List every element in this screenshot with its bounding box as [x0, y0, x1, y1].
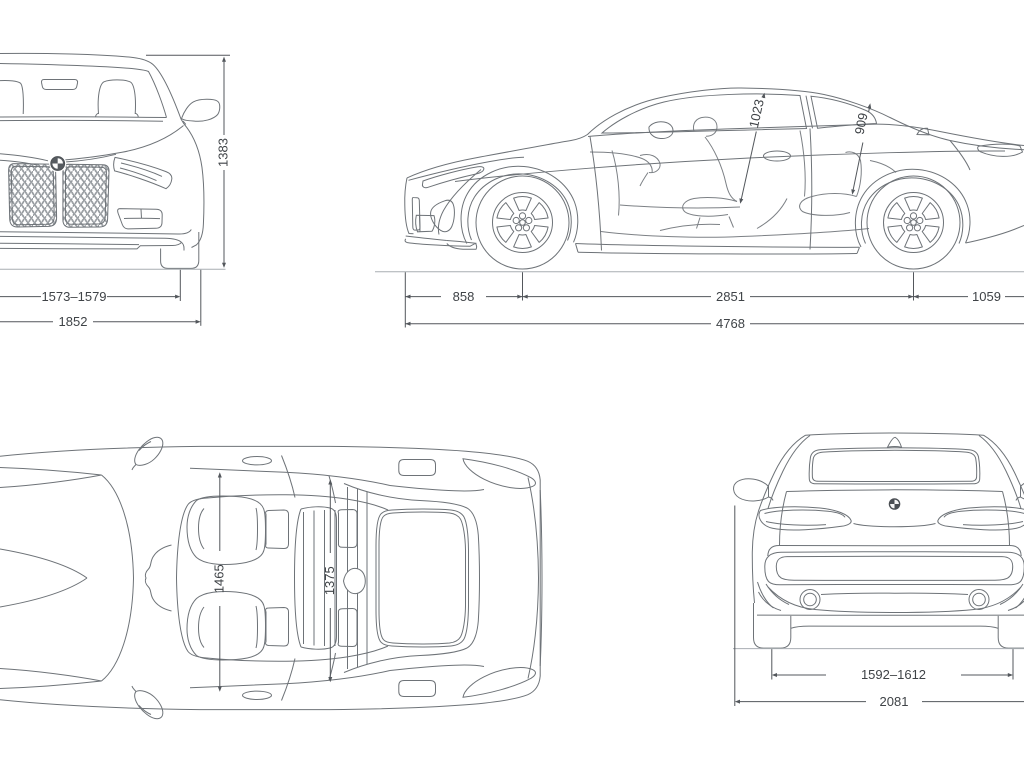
svg-text:1592–1612: 1592–1612 [861, 667, 926, 682]
svg-text:1852: 1852 [59, 314, 88, 329]
svg-text:2851: 2851 [716, 289, 745, 304]
svg-text:858: 858 [453, 289, 475, 304]
svg-text:4768: 4768 [716, 316, 745, 331]
svg-text:1059: 1059 [972, 289, 1001, 304]
svg-text:1023: 1023 [746, 98, 767, 129]
svg-text:1375: 1375 [322, 566, 337, 595]
svg-text:1465: 1465 [211, 564, 226, 593]
svg-text:1573–1579: 1573–1579 [41, 289, 106, 304]
svg-text:1383: 1383 [216, 138, 231, 167]
svg-text:2081: 2081 [880, 694, 909, 709]
svg-text:909: 909 [852, 111, 871, 135]
